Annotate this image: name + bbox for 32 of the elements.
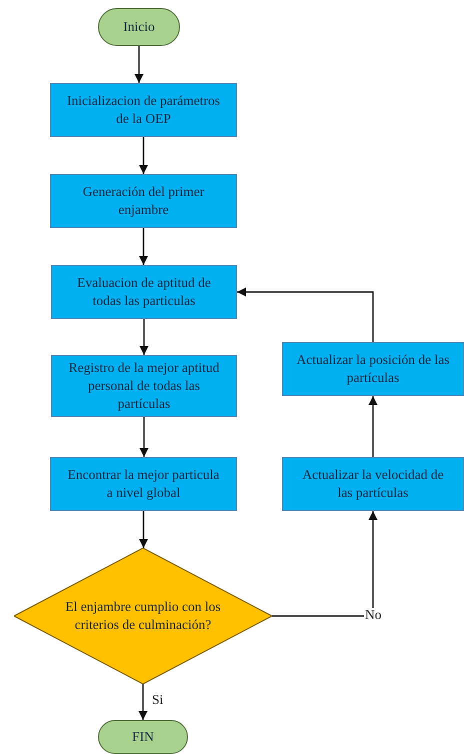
process-box xyxy=(51,355,237,417)
terminal-node xyxy=(98,8,180,46)
arrow xyxy=(138,684,148,720)
arrow xyxy=(368,396,378,457)
arrow xyxy=(134,46,144,83)
process-box xyxy=(50,83,237,137)
arrow xyxy=(140,417,148,457)
node-text: Encontrar la mejor particula a nivel global xyxy=(66,466,220,502)
node-text: Actualizar la posición de las partículas xyxy=(296,350,450,387)
node-text: Inicio xyxy=(123,18,155,36)
edge-label: No xyxy=(364,608,382,622)
node-text: FIN xyxy=(132,728,154,746)
arrow xyxy=(272,511,378,617)
arrow xyxy=(139,228,148,265)
node-text: El enjambre cumplio con los criterios de culminación? xyxy=(64,598,222,634)
arrow xyxy=(237,288,374,342)
process-box xyxy=(50,457,237,511)
node-text: Actualizar la velocidad de las partículas xyxy=(301,466,445,502)
edge-label: Si xyxy=(151,693,164,706)
process-box xyxy=(50,174,237,228)
process-box xyxy=(282,457,464,511)
arrow xyxy=(139,137,148,174)
decision-diamond xyxy=(14,548,272,684)
node-text: Registro de la mejor aptitud personal de todas las partículas xyxy=(68,358,220,414)
node-text: Evaluacion de aptitud de todas las particulas xyxy=(76,274,212,310)
node-text: Inicializacion de parámetros de la OEP xyxy=(66,92,221,128)
arrow xyxy=(140,319,148,355)
terminal-node xyxy=(98,720,188,754)
process-box xyxy=(51,265,237,319)
arrow xyxy=(139,511,148,548)
node-text: Generación del primer enjambre xyxy=(82,182,206,219)
process-box xyxy=(282,342,464,396)
